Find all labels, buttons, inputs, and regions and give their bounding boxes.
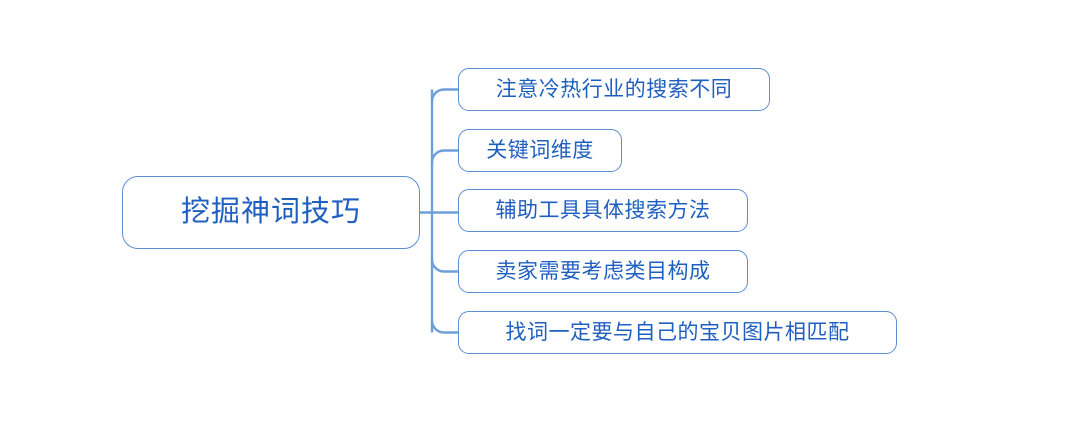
branch-node-1[interactable]: 注意冷热行业的搜索不同 bbox=[458, 68, 770, 111]
connector-branch-1 bbox=[430, 88, 458, 102]
branch-node-5[interactable]: 找词一定要与自己的宝贝图片相匹配 bbox=[458, 311, 897, 354]
connector-branch-4 bbox=[430, 259, 458, 273]
branch-node-4[interactable]: 卖家需要考虑类目构成 bbox=[458, 250, 748, 293]
branch-node-4-label: 卖家需要考虑类目构成 bbox=[495, 259, 711, 283]
connector-branch-5 bbox=[430, 320, 458, 334]
branch-node-2-label: 关键词维度 bbox=[486, 138, 594, 162]
connector-branch-2 bbox=[430, 149, 458, 163]
branch-node-3-label: 辅助工具具体搜索方法 bbox=[495, 198, 711, 222]
branch-node-1-label: 注意冷热行业的搜索不同 bbox=[495, 77, 733, 101]
branch-node-2[interactable]: 关键词维度 bbox=[458, 129, 622, 172]
root-node-label: 挖掘神词技巧 bbox=[180, 196, 361, 228]
branch-node-3[interactable]: 辅助工具具体搜索方法 bbox=[458, 189, 748, 232]
root-node[interactable]: 挖掘神词技巧 bbox=[122, 176, 420, 249]
branch-node-5-label: 找词一定要与自己的宝贝图片相匹配 bbox=[505, 320, 850, 344]
